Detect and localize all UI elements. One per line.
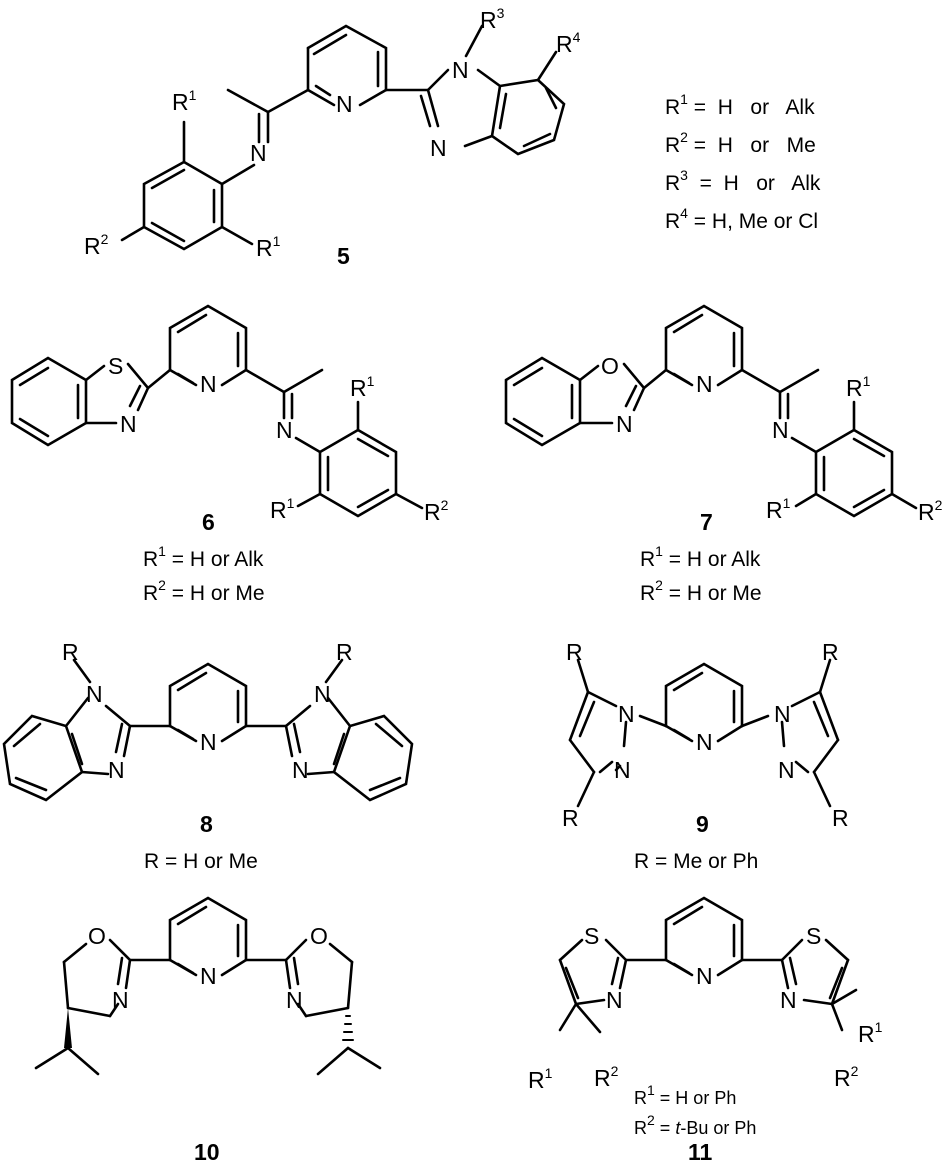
- c5-r2: R2: [84, 231, 109, 259]
- c8-left-n1: N: [86, 681, 103, 707]
- c8-left-n3: N: [108, 757, 125, 783]
- c5-pyridine-bonds: [306, 24, 388, 92]
- compound-11-structure: N S N S N R1 R2 R1 R2 R1 = H or Ph R2 = …: [528, 896, 883, 1165]
- c11-pyridine-ring: [664, 896, 744, 962]
- c7-pyridine-ring: [664, 304, 744, 372]
- c5-aryl-ring: [142, 160, 224, 251]
- c5-pyridine-n: N: [336, 91, 353, 117]
- c11-right-n: N: [780, 987, 797, 1013]
- c7-number: 7: [700, 509, 713, 535]
- c10-left-o: O: [88, 923, 106, 949]
- c10-pyridine-n: N: [200, 963, 217, 989]
- c6-pyridine-n: N: [200, 371, 217, 397]
- c5-legend-r2: R2 = H or Me: [665, 129, 816, 157]
- c8-legend: R = H or Me: [144, 850, 258, 873]
- c9-left-n1: N: [618, 701, 635, 727]
- c9-r-top-left: R: [566, 639, 583, 665]
- compound-10-structure: N O N O N 10: [34, 896, 382, 1165]
- c6-r2: R2: [424, 497, 449, 525]
- c8-right-n1: N: [314, 681, 331, 707]
- c10-left-n: N: [112, 987, 129, 1013]
- c6-thiazole-s: S: [108, 353, 123, 379]
- c8-r-left: R: [62, 639, 79, 665]
- c7-imine-n: N: [772, 417, 789, 443]
- compound-6-structure: S N N N R1 R1 R2 6 R1 = H or Alk R2 = H …: [10, 304, 449, 605]
- c9-r-bottom-left: R: [562, 805, 579, 831]
- c7-benzo-ring: [504, 356, 582, 447]
- c8-r-right: R: [336, 639, 353, 665]
- c10-left-wedge: [64, 1008, 72, 1048]
- c9-r-top-right: R: [822, 639, 839, 665]
- c8-number: 8: [200, 811, 213, 837]
- c5-imidazole-n3: N: [430, 135, 447, 161]
- c8-pyridine-n: N: [200, 729, 217, 755]
- c5-legend-r3: R3 = H or Alk: [665, 167, 821, 195]
- c6-number: 6: [202, 509, 215, 535]
- c8-right-n3: N: [292, 757, 309, 783]
- c6-legend-r2: R2 = H or Me: [143, 577, 265, 605]
- c7-legend-r1: R1 = H or Alk: [640, 543, 761, 571]
- c5-imidazole-n1: N: [452, 57, 469, 83]
- c11-right-s: S: [806, 923, 821, 949]
- compound-8-structure: N N N N N R R 8 R = H or Me: [2, 639, 414, 873]
- c11-right-r1: R1: [858, 1019, 883, 1047]
- c6-legend-r1: R1 = H or Alk: [143, 543, 264, 571]
- c7-oxazole-o: O: [601, 353, 619, 379]
- c10-right-o: O: [310, 923, 328, 949]
- c5-imine-n: N: [250, 140, 267, 166]
- c7-oxazole-n: N: [616, 411, 633, 437]
- c11-legend-r1: R1 = H or Ph: [634, 1082, 736, 1108]
- c7-pyridine-n: N: [696, 371, 713, 397]
- c7-r1-bottom: R1: [766, 495, 791, 523]
- c6-r1-bottom: R1: [270, 495, 295, 523]
- c6-benzo-ring: [10, 356, 88, 447]
- c6-r1-top: R1: [350, 373, 375, 401]
- c5-r1-top: R1: [172, 87, 197, 115]
- c11-left-n: N: [606, 987, 623, 1013]
- compound-5-legend: R1 = H or Alk R2 = H or Me R3 = H or Alk…: [665, 91, 821, 233]
- c5-r1-bottom: R1: [256, 233, 281, 261]
- c8-pyridine-ring: [168, 662, 248, 728]
- c7-legend-r2: R2 = H or Me: [640, 577, 762, 605]
- c11-left-r1: R1: [528, 1065, 553, 1093]
- c11-left-s: S: [584, 923, 599, 949]
- compound-9-structure: N N N N N R R R R 9 R = Me or Ph: [562, 639, 849, 873]
- c5-legend-r1: R1 = H or Alk: [665, 91, 815, 119]
- c5-legend-r4: R4 = H, Me or Cl: [665, 205, 818, 233]
- c9-right-n1: N: [774, 701, 791, 727]
- c7-aryl-ring: [814, 428, 894, 518]
- c5-r4: R4: [556, 29, 581, 57]
- c7-r1-top: R1: [846, 373, 871, 401]
- c10-pyridine-ring: [168, 896, 248, 962]
- c9-pyridine-ring: [664, 662, 744, 728]
- c11-left-r2: R2: [594, 1063, 619, 1091]
- c11-pyridine-n: N: [696, 963, 713, 989]
- c9-pyridine-n: N: [696, 729, 713, 755]
- c11-right-r2: R2: [834, 1063, 859, 1091]
- c10-number: 10: [194, 1139, 220, 1165]
- c6-thiazole-n: N: [120, 411, 137, 437]
- c11-number: 11: [688, 1139, 713, 1165]
- c10-right-n: N: [286, 987, 303, 1013]
- c9-r-bottom-right: R: [832, 805, 849, 831]
- c5-number: 5: [337, 243, 350, 269]
- c8-right-benzo-ring: [332, 714, 414, 802]
- c9-legend: R = Me or Ph: [634, 850, 758, 873]
- c6-imine-n: N: [276, 417, 293, 443]
- c10-right-hash-bond: [342, 1015, 354, 1041]
- c7-r2: R2: [918, 497, 943, 525]
- c11-legend-r2: R2 = t-Bu or Ph: [634, 1112, 756, 1138]
- c9-right-n2: N: [778, 757, 795, 783]
- compound-7-structure: O N N N R1 R1 R2 7 R1 = H or Alk R2 = H …: [504, 304, 943, 605]
- c9-left-n2: N: [614, 757, 631, 783]
- c6-pyridine-ring: [168, 304, 248, 372]
- c6-aryl-ring: [318, 428, 398, 518]
- c5-r3: R3: [480, 5, 505, 33]
- compound-5-structure: N N N N R1 R1 R2 R3 R4 5: [84, 5, 581, 269]
- c8-left-benzo-ring: [2, 714, 84, 802]
- c9-number: 9: [696, 811, 709, 837]
